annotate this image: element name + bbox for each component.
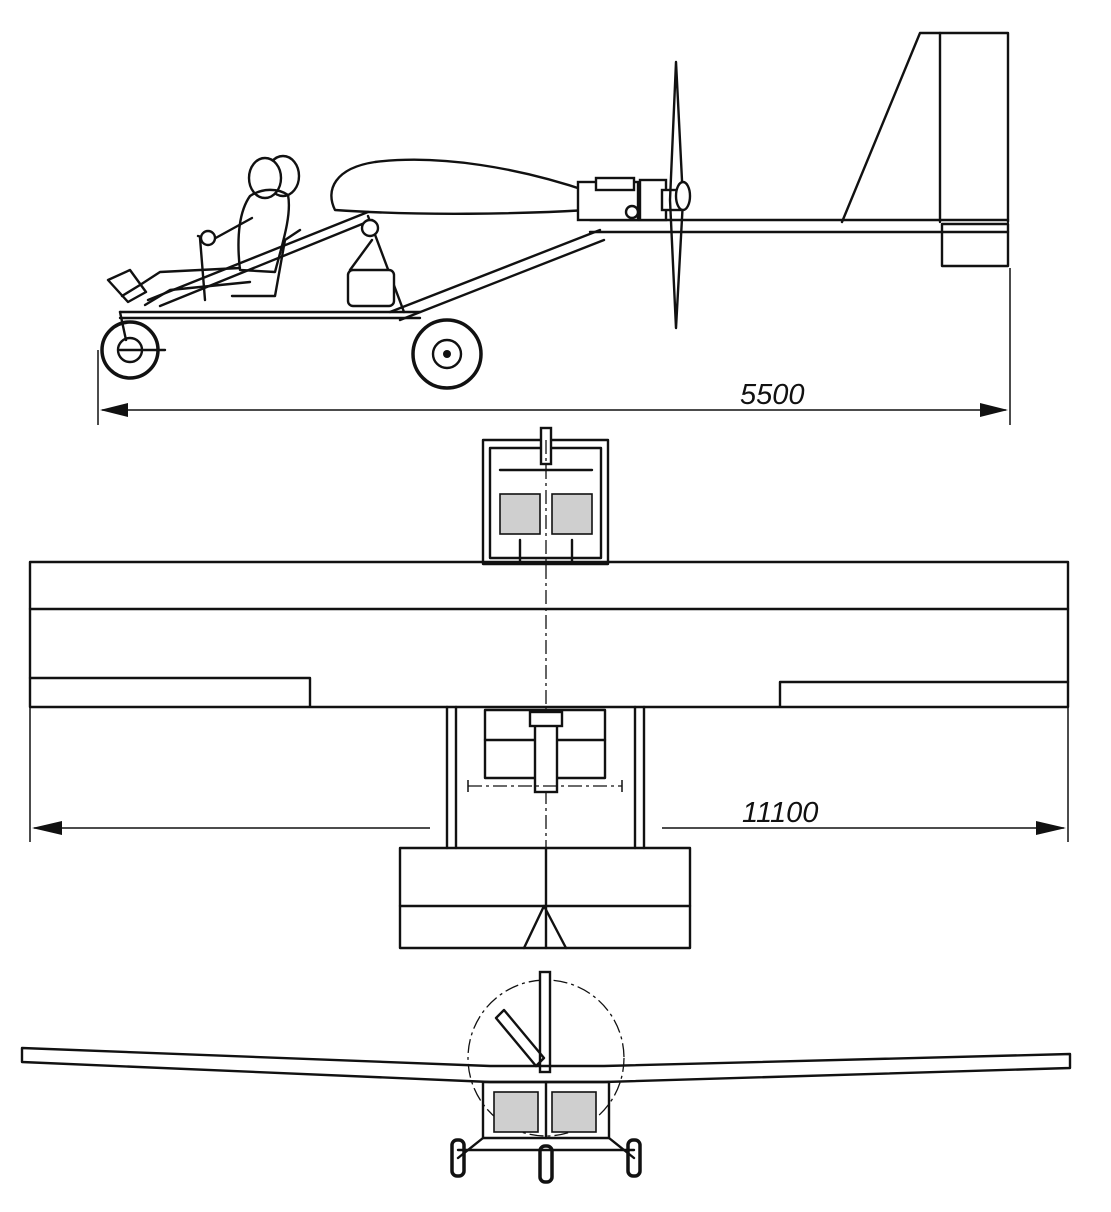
propeller [668,60,692,330]
propeller-disc [467,979,625,1137]
vertical-fin [840,31,1010,224]
front-fin [494,970,552,1074]
length-dimension-label: 5500 [740,379,805,411]
fuel-tank [346,268,396,308]
front-view [20,970,1072,1184]
fuselage-frame [118,210,606,322]
span-dimension-label: 11100 [742,797,818,829]
main-wheel [411,318,483,390]
wing-planform [28,560,1070,709]
nose-wheel [100,310,167,380]
side-view: 5500 [97,31,1011,425]
pilot-figures [106,154,301,307]
horizontal-tail [398,846,692,950]
tail-boom [588,218,1010,234]
cockpit-nacelle [481,426,610,566]
span-dimension: 11100 [29,707,1069,842]
wing-airfoil [330,158,598,215]
tail-booms [445,705,646,850]
front-wing [20,1046,1072,1084]
engine [576,176,682,222]
control-stick [198,236,207,302]
front-cockpit [481,1080,611,1140]
front-landing-gear [450,1136,642,1184]
length-dimension: 5500 [97,268,1011,425]
top-view: 11100 [28,426,1070,950]
seat [230,228,302,298]
rudder-lower [940,222,1010,268]
